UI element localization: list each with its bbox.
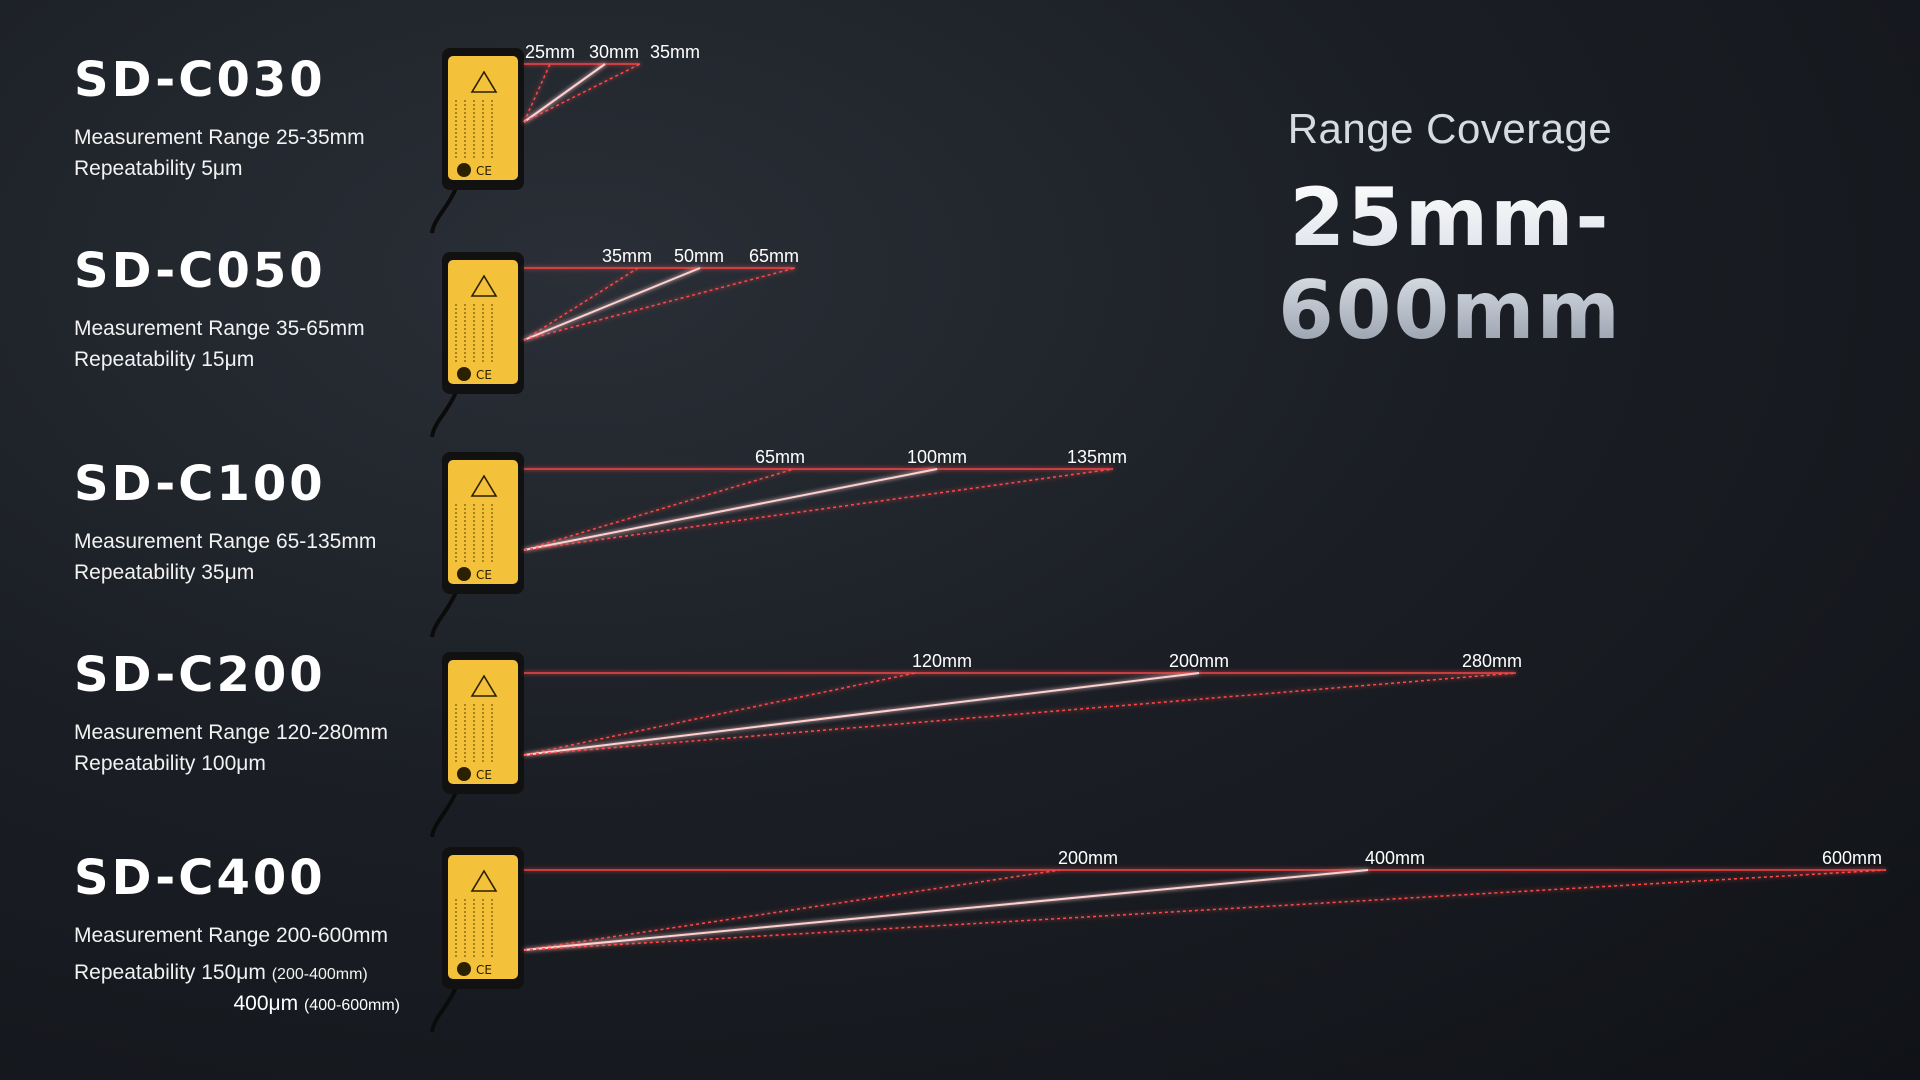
beam-far	[523, 869, 1887, 951]
model-name: SD-C050	[74, 243, 326, 299]
distance-label: 120mm	[912, 651, 972, 671]
laser-warning-icon	[470, 674, 498, 697]
cable	[430, 391, 458, 438]
badge-icon	[457, 962, 471, 976]
beam-reference	[523, 267, 701, 341]
badge-icon	[457, 163, 471, 177]
model-name: SD-C400	[74, 850, 326, 906]
headline: Range Coverage 25mm-600mm	[1150, 105, 1750, 357]
repeatability: Repeatability 35μm	[74, 561, 255, 584]
repeatability: Repeatability 5μm	[74, 157, 243, 180]
model-sd-c400: SD-C400 Measurement Range 200-600mm Repe…	[74, 850, 434, 1020]
distance-label: 35mm	[650, 42, 700, 62]
beam-far	[523, 267, 796, 341]
model-sd-c050: SD-C050 Measurement Range 35-65mm Repeat…	[74, 243, 434, 375]
distance-label: 135mm	[1067, 447, 1127, 467]
beam-near	[523, 672, 916, 756]
ce-mark-icon: CE	[476, 768, 492, 782]
model-sd-c030: SD-C030 Measurement Range 25-35mm Repeat…	[74, 52, 434, 184]
sensor-sd-c400: CE	[430, 847, 524, 1033]
measurement-range: Measurement Range 200-600mm	[74, 924, 388, 947]
beam-reference	[523, 468, 938, 551]
beam-reference	[523, 869, 1369, 951]
cable	[430, 187, 458, 234]
distance-label: 400mm	[1365, 848, 1425, 868]
distance-label: 200mm	[1058, 848, 1118, 868]
repeatability-main: Repeatability 150μm	[74, 961, 266, 984]
headline-label: Range Coverage	[1287, 105, 1613, 152]
beams-sd-c100	[523, 468, 1114, 551]
badge-icon	[457, 367, 471, 381]
distance-label: 65mm	[749, 246, 799, 266]
beam-reference	[523, 63, 606, 123]
ce-mark-icon: CE	[476, 164, 492, 178]
ce-mark-icon: CE	[476, 568, 492, 582]
distance-label: 25mm	[525, 42, 575, 62]
measurement-range: Measurement Range 35-65mm	[74, 317, 365, 340]
model-name: SD-C030	[74, 52, 326, 108]
laser-warning-icon	[470, 274, 498, 297]
distance-label: 280mm	[1462, 651, 1522, 671]
sensor-sd-c050: CE	[430, 252, 524, 438]
sensor-sd-c030: CE	[430, 48, 524, 234]
beam-reference	[523, 672, 1200, 756]
beam-near	[523, 468, 795, 551]
beam-far	[523, 468, 1114, 551]
beam-near	[523, 267, 639, 341]
ce-mark-icon: CE	[476, 368, 492, 382]
beams-sd-c050	[523, 267, 796, 341]
cable	[430, 591, 458, 638]
badge-icon	[457, 567, 471, 581]
headline-range: 25mm-600mm	[1150, 171, 1750, 357]
laser-warning-icon	[470, 70, 498, 93]
beam-far	[523, 63, 641, 123]
beam-far	[523, 672, 1517, 756]
distance-label: 35mm	[602, 246, 652, 266]
model-sd-c100: SD-C100 Measurement Range 65-135mm Repea…	[74, 456, 434, 588]
ce-mark-icon: CE	[476, 963, 492, 977]
beams-sd-c200	[523, 672, 1517, 756]
distance-label: 200mm	[1169, 651, 1229, 671]
repeatability: Repeatability 100μm	[74, 752, 266, 775]
measurement-range: Measurement Range 65-135mm	[74, 530, 377, 553]
model-sd-c200: SD-C200 Measurement Range 120-280mm Repe…	[74, 647, 434, 779]
repeatability-main-note: (200-400mm)	[271, 966, 368, 983]
beam-near	[523, 63, 551, 123]
distance-label: 50mm	[674, 246, 724, 266]
model-name: SD-C100	[74, 456, 326, 512]
sensor-sd-c100: CE	[430, 452, 524, 638]
laser-warning-icon	[470, 869, 498, 892]
beam-near	[523, 869, 1061, 951]
sensor-sd-c200: CE	[430, 652, 524, 838]
repeatability: Repeatability 15μm	[74, 348, 255, 371]
laser-warning-icon	[470, 474, 498, 497]
cable	[430, 791, 458, 838]
distance-label: 600mm	[1822, 848, 1882, 868]
repeatability-second: 400μm (400-600mm)	[74, 990, 400, 1020]
distance-label: 100mm	[907, 447, 967, 467]
repeatability: Repeatability 150μm (200-400mm)	[74, 957, 434, 990]
distance-label: 65mm	[755, 447, 805, 467]
beams-sd-c030	[523, 63, 641, 123]
measurement-range: Measurement Range 25-35mm	[74, 126, 365, 149]
cable	[430, 986, 458, 1033]
model-name: SD-C200	[74, 647, 326, 703]
measurement-range: Measurement Range 120-280mm	[74, 721, 388, 744]
beams-sd-c400	[523, 869, 1887, 951]
repeatability-second-value: 400μm	[233, 992, 299, 1015]
distance-label: 30mm	[589, 42, 639, 62]
badge-icon	[457, 767, 471, 781]
repeatability-second-note: (400-600mm)	[303, 997, 400, 1014]
